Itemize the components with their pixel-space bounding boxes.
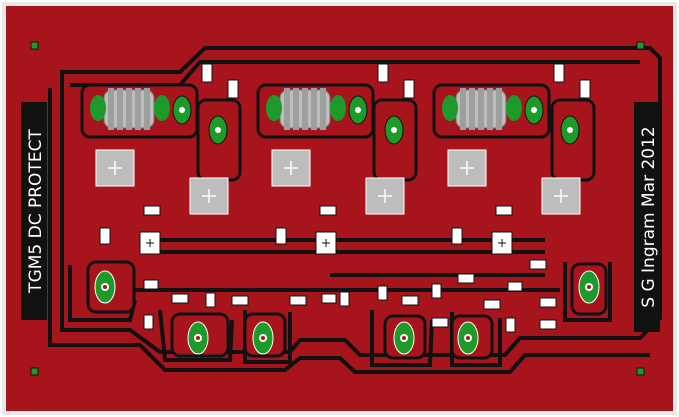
- smd-part: [143, 314, 154, 330]
- pad: [457, 321, 479, 355]
- smd-part: [377, 285, 388, 301]
- resistor: [275, 227, 287, 245]
- relay-winding: [478, 88, 484, 130]
- pad-hole: [179, 107, 185, 113]
- pad: [442, 95, 458, 121]
- resistor: [227, 79, 239, 99]
- smd-part: [507, 281, 523, 292]
- relay-winding: [126, 88, 132, 130]
- pad-hole: [391, 127, 397, 133]
- resistor: [579, 79, 591, 99]
- smd-part: [431, 317, 449, 328]
- bottom-pads: [94, 270, 600, 355]
- ic-marker: [322, 239, 330, 247]
- transistor-marker: [460, 161, 474, 175]
- relay-winding: [293, 88, 299, 130]
- pad-hole: [215, 127, 221, 133]
- resistor: [319, 205, 337, 216]
- resistor: [99, 227, 111, 245]
- corner-marker: [636, 367, 645, 376]
- pad-hole: [531, 107, 537, 113]
- protection-channel: [90, 63, 239, 255]
- transistor-marker: [554, 189, 568, 203]
- resistor: [495, 205, 513, 216]
- relay-winding: [144, 88, 150, 130]
- right-label-box: S G Ingram Mar 2012: [634, 102, 660, 332]
- smd-part: [505, 317, 516, 333]
- smd-part: [339, 291, 350, 307]
- smd-part: [539, 319, 557, 330]
- resistor: [451, 227, 463, 245]
- pad: [393, 321, 415, 355]
- relay-winding: [469, 88, 475, 130]
- author-date-text: S G Ingram Mar 2012: [639, 126, 659, 307]
- resistor: [403, 79, 415, 99]
- relay-winding: [311, 88, 317, 130]
- smd-part: [205, 292, 216, 308]
- transistor-marker: [202, 189, 216, 203]
- left-label-box: TGM5 DC PROTECT: [21, 102, 47, 320]
- isolation-traces: [48, 46, 662, 374]
- transistor-marker: [108, 161, 122, 175]
- pad: [187, 321, 209, 355]
- smd-part: [321, 293, 337, 304]
- smd-part: [401, 295, 419, 306]
- pad: [252, 321, 274, 355]
- protection-channel: [266, 63, 415, 255]
- corner-marker: [30, 367, 39, 376]
- smd-components: [143, 259, 557, 333]
- transistor-marker: [378, 189, 392, 203]
- resistor: [553, 63, 565, 83]
- corner-marker-group: [30, 41, 645, 376]
- pad: [90, 95, 106, 121]
- pad: [154, 95, 170, 121]
- smd-part: [431, 283, 442, 299]
- pad-hole: [355, 107, 361, 113]
- relay-winding: [320, 88, 326, 130]
- relay-winding: [284, 88, 290, 130]
- smd-part: [483, 299, 501, 310]
- channel-blocks: [90, 63, 591, 255]
- smd-part: [529, 259, 547, 270]
- protection-channel: [442, 63, 591, 255]
- pad-hole: [567, 127, 573, 133]
- corner-marker: [636, 41, 645, 50]
- smd-part: [143, 279, 159, 290]
- pad: [578, 270, 600, 304]
- smd-part: [457, 273, 475, 284]
- relay-winding: [496, 88, 502, 130]
- smd-part: [231, 295, 249, 306]
- pad: [506, 95, 522, 121]
- pad: [330, 95, 346, 121]
- smd-part: [171, 293, 189, 304]
- ic-marker: [146, 239, 154, 247]
- relay-winding: [135, 88, 141, 130]
- resistor: [201, 63, 213, 83]
- smd-part: [539, 297, 557, 308]
- relay-winding: [302, 88, 308, 130]
- smd-part: [289, 295, 307, 306]
- corner-marker: [30, 41, 39, 50]
- relay-winding: [108, 88, 114, 130]
- board-title-text: TGM5 DC PROTECT: [26, 129, 46, 294]
- pad: [266, 95, 282, 121]
- pad: [94, 270, 116, 304]
- ic-marker: [498, 239, 506, 247]
- resistor: [377, 63, 389, 83]
- relay-winding: [117, 88, 123, 130]
- transistor-marker: [284, 161, 298, 175]
- relay-winding: [460, 88, 466, 130]
- resistor: [143, 205, 161, 216]
- relay-winding: [487, 88, 493, 130]
